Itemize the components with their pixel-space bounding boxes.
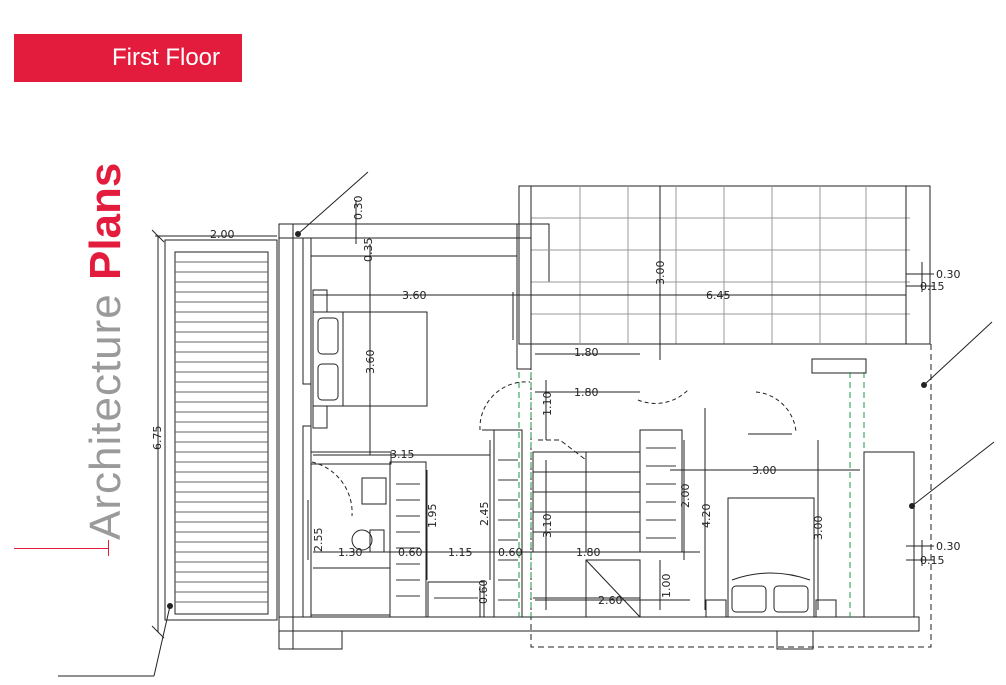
dim-3-60-h: 3.60 [402,289,427,302]
dim-3-60-v: 3.60 [364,350,377,375]
dim-3-00-terrace: 3.00 [654,261,667,286]
dim-1-15: 1.15 [448,546,473,559]
floor-label: First Floor [112,44,220,71]
leader-dots [167,231,927,609]
dim-0-15-right-bot: 0.15 [920,554,945,567]
dim-0-35: 0.35 [362,238,375,263]
balcony-railing [174,251,269,615]
wall-column [530,223,550,283]
wall-left [278,223,294,650]
red-tick [108,540,109,556]
dim-6-45: 6.45 [706,289,731,302]
dim-3-15: 3.15 [390,448,415,461]
wall-foot [278,630,343,650]
plan-linework [58,171,995,677]
dim-0-60-a: 0.60 [398,546,423,559]
dim-0-30-right-bot: 0.30 [936,540,961,553]
red-rule [14,548,108,549]
bed-right [727,497,815,618]
wall-bottom [278,616,920,632]
wardrobe-hangers [396,447,676,601]
dim-0-30-top: 0.30 [352,196,365,221]
dim-1-80-a: 1.80 [574,346,599,359]
dim-2-55: 2.55 [312,528,325,553]
dim-2-45: 2.45 [478,502,491,527]
dim-3-00-bed-v: 3.00 [812,516,825,541]
dim-3-10: 3.10 [541,514,554,539]
staircase [532,439,641,618]
floor-label-badge: First Floor [14,34,242,82]
dim-1-95: 1.95 [426,504,439,529]
dimension-labels: 2.00 6.75 0.30 0.35 3.60 3.60 6.45 3.00 … [151,196,961,608]
dim-0-60-c: 0.60 [477,580,490,605]
dim-3-00-bed-h: 3.00 [752,464,777,477]
dim-1-80-b: 1.80 [574,386,599,399]
dim-2-00-wardrobe: 2.00 [679,484,692,509]
dim-1-10: 1.10 [541,392,554,417]
terrace-grid [531,186,910,344]
dim-0-60-b: 0.60 [498,546,523,559]
balcony-left [164,239,278,621]
dim-0-30-right-top: 0.30 [936,268,961,281]
dim-1-80-c: 1.80 [576,546,601,559]
dim-2-00: 2.00 [210,228,235,241]
wardrobe-b [493,429,523,618]
wall-top [278,223,532,239]
dim-4-20: 4.20 [700,504,713,529]
dim-1-30: 1.30 [338,546,363,559]
dim-2-60: 2.60 [598,594,623,607]
wardrobe-a [389,461,427,618]
dim-6-75: 6.75 [151,426,164,451]
dim-1-00: 1.00 [660,574,673,599]
leader-lines [58,171,995,677]
balcony-slats [175,261,268,603]
dimension-lines [307,186,934,617]
dim-0-15-right-top: 0.15 [920,280,945,293]
